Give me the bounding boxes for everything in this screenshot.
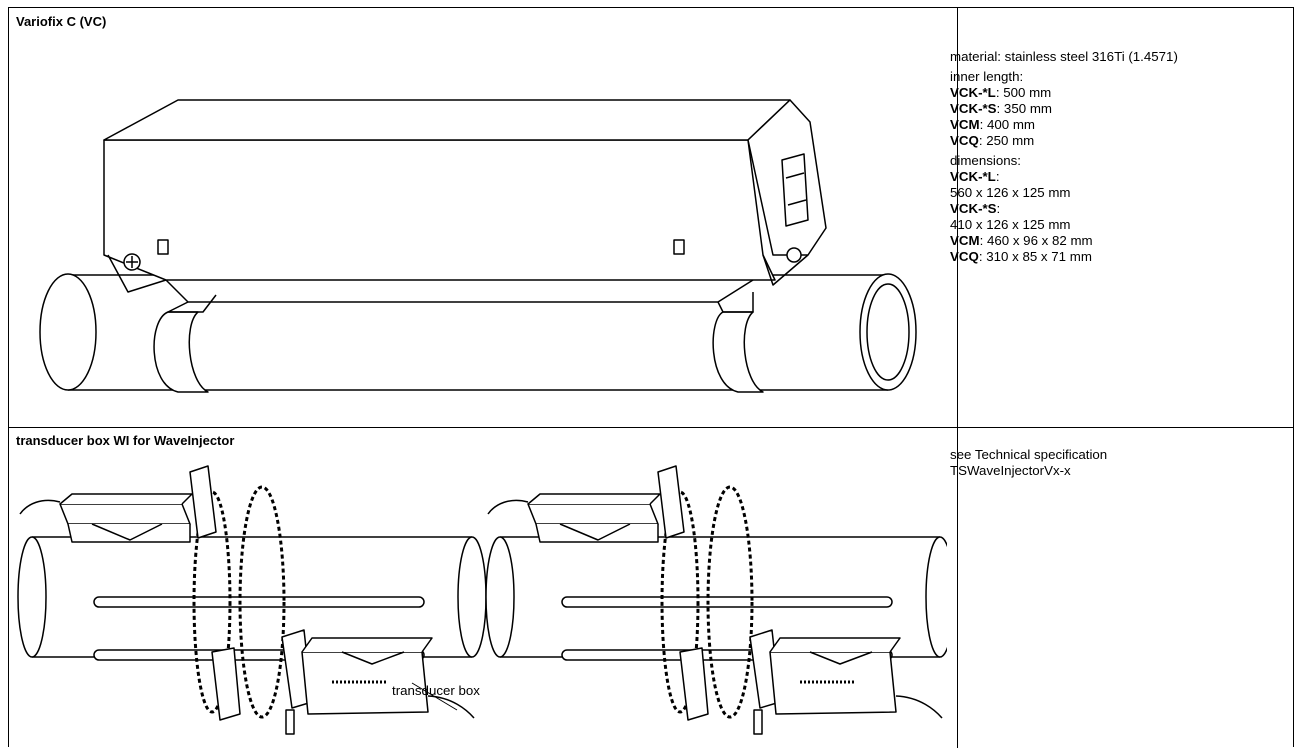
dim-vcq: VCQ: 310 x 85 x 71 mm [950, 249, 1092, 264]
variofix-title: Variofix C (VC) [16, 14, 107, 29]
spec-table [8, 7, 1294, 748]
transducer-drawing [16, 464, 947, 736]
inner-length-vck-l: VCK-*L: 500 mm [950, 85, 1052, 100]
variofix-specs: material: stainless steel 316Ti (1.4571)… [950, 49, 1178, 269]
see-spec: see Technical specification TSWaveInject… [950, 447, 1107, 479]
inner-length-vcm: VCM: 400 mm [950, 117, 1035, 132]
dim-vck-s-value: 410 x 126 x 125 mm [950, 217, 1071, 232]
dim-vck-l-value: 560 x 126 x 125 mm [950, 185, 1071, 200]
column-divider [957, 8, 958, 748]
row-divider [9, 427, 1294, 428]
dimensions-label: dimensions: [950, 153, 1021, 168]
transducer-box-title: transducer box WI for WaveInjector [16, 433, 235, 448]
dimensions-group: dimensions: VCK-*L: 560 x 126 x 125 mm V… [950, 153, 1178, 265]
inner-length-vck-s: VCK-*S: 350 mm [950, 101, 1052, 116]
see-spec-line1: see Technical specification [950, 447, 1108, 462]
dim-vcm: VCM: 460 x 96 x 82 mm [950, 233, 1093, 248]
inner-length-label: inner length: [950, 69, 1024, 84]
material-line: material: stainless steel 316Ti (1.4571) [950, 49, 1178, 64]
transducer-box-callout: transducer box [392, 683, 480, 698]
see-spec-line2: TSWaveInjectorVx-x [950, 463, 1071, 478]
dim-vck-s-key: VCK-*S: [950, 201, 1001, 216]
variofix-drawing [39, 99, 917, 393]
inner-length-vcq: VCQ: 250 mm [950, 133, 1035, 148]
dim-vck-l-key: VCK-*L: [950, 169, 1000, 184]
inner-length-group: inner length: VCK-*L: 500 mm VCK-*S: 350… [950, 69, 1178, 149]
